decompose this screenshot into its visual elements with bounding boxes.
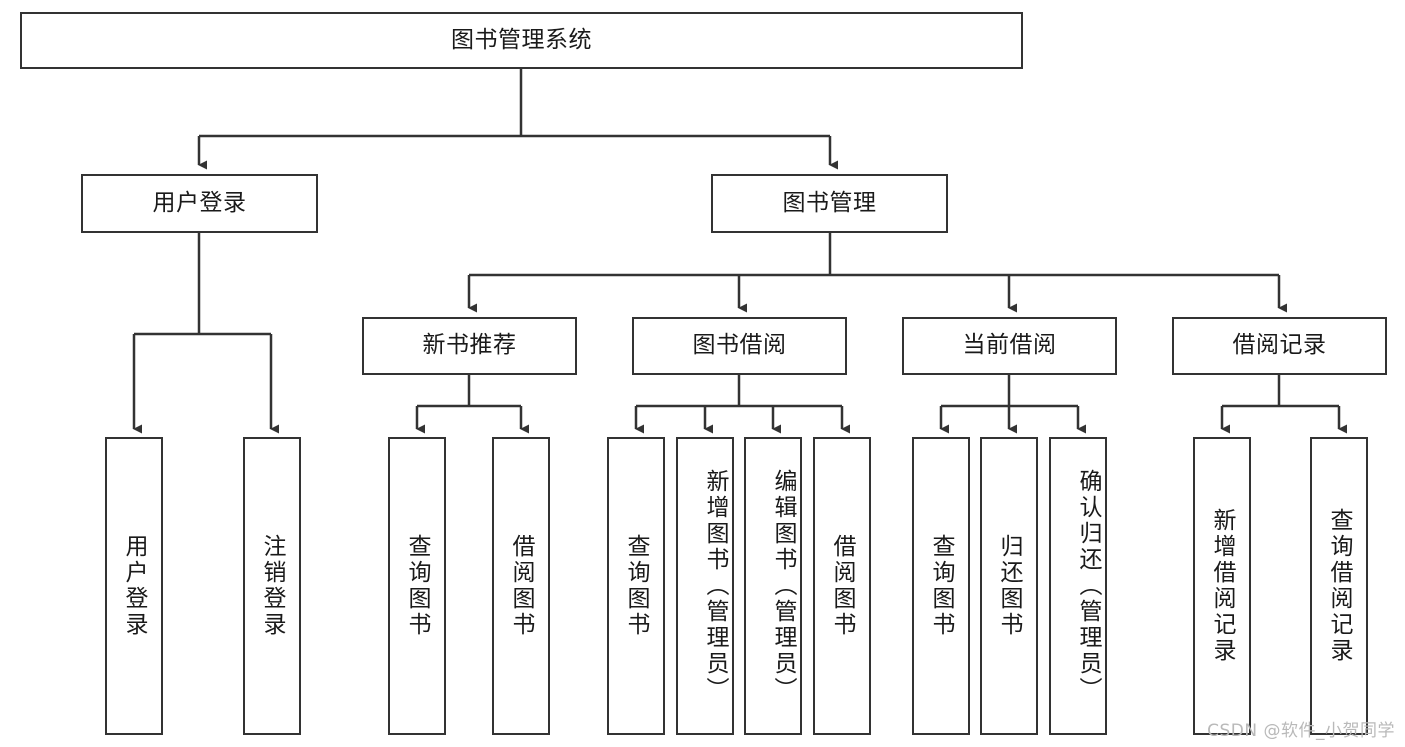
node-book-borrow[interactable]: 图书借阅 (632, 317, 847, 375)
leaf-add-book-admin[interactable]: 新增图书（管理员） (676, 437, 734, 735)
node-label: 借阅记录 (1232, 332, 1327, 359)
node-label: 图书管理系统 (451, 26, 592, 53)
node-label: 用户登录 (121, 534, 147, 638)
leaf-query-book-current[interactable]: 查询图书 (912, 437, 970, 735)
node-label: 查询图书 (623, 534, 649, 638)
watermark: CSDN @软件_小贺同学 (1207, 721, 1395, 741)
node-user-login[interactable]: 用户登录 (81, 174, 318, 233)
node-label: 新增借阅记录 (1209, 508, 1235, 664)
node-label: 图书借阅 (692, 332, 787, 359)
leaf-return-book[interactable]: 归还图书 (980, 437, 1038, 735)
leaf-edit-book-admin[interactable]: 编辑图书（管理员） (744, 437, 802, 735)
node-book-management[interactable]: 图书管理 (711, 174, 948, 233)
node-label: 借阅图书 (508, 534, 534, 638)
leaf-query-borrow-record[interactable]: 查询借阅记录 (1310, 437, 1368, 735)
node-label: 借阅图书 (829, 534, 855, 638)
node-label: 查询借阅记录 (1326, 508, 1352, 664)
node-label: 用户登录 (152, 189, 247, 216)
leaf-query-book-recommend[interactable]: 查询图书 (388, 437, 446, 735)
leaf-add-borrow-record[interactable]: 新增借阅记录 (1193, 437, 1251, 735)
node-label: 查询图书 (404, 534, 430, 638)
node-label: 当前借阅 (962, 332, 1057, 359)
node-label: 查询图书 (928, 534, 954, 638)
node-new-book-recommend[interactable]: 新书推荐 (362, 317, 577, 375)
node-label: 注销登录 (259, 534, 285, 638)
node-label: 编辑图书（管理员） (770, 469, 796, 703)
node-label: 确认归还（管理员） (1075, 469, 1101, 703)
node-root-system[interactable]: 图书管理系统 (20, 12, 1023, 69)
node-label: 图书管理 (782, 189, 877, 216)
node-borrow-record[interactable]: 借阅记录 (1172, 317, 1387, 375)
leaf-query-book-borrow[interactable]: 查询图书 (607, 437, 665, 735)
node-label: 归还图书 (996, 534, 1022, 638)
node-current-borrow[interactable]: 当前借阅 (902, 317, 1117, 375)
node-label: 新增图书（管理员） (702, 469, 728, 703)
leaf-confirm-return-admin[interactable]: 确认归还（管理员） (1049, 437, 1107, 735)
leaf-borrow-book[interactable]: 借阅图书 (813, 437, 871, 735)
leaf-user-logout[interactable]: 注销登录 (243, 437, 301, 735)
leaf-user-login[interactable]: 用户登录 (105, 437, 163, 735)
node-label: 新书推荐 (422, 332, 517, 359)
leaf-borrow-book-recommend[interactable]: 借阅图书 (492, 437, 550, 735)
